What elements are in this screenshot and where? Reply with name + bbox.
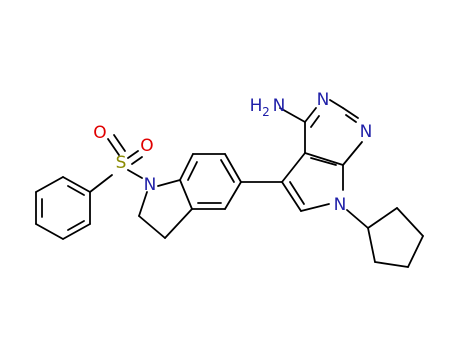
bond <box>304 152 344 166</box>
bond <box>224 153 242 183</box>
bond <box>62 176 91 193</box>
bond <box>396 207 424 237</box>
bond <box>342 107 359 119</box>
bond <box>374 261 409 268</box>
bond <box>107 138 120 156</box>
bond <box>367 207 398 229</box>
amine-subscript-label: 2 <box>262 105 270 119</box>
bond <box>289 181 305 205</box>
bond <box>367 227 376 263</box>
bond <box>346 209 369 229</box>
bond <box>67 220 85 231</box>
bond <box>138 191 148 217</box>
bond <box>220 159 235 183</box>
bond-lines <box>35 99 424 268</box>
bond <box>35 176 64 193</box>
amine-h-label: H <box>250 96 263 116</box>
bond <box>304 107 317 123</box>
bond <box>113 134 126 152</box>
oxygen-right-label: O <box>140 136 153 156</box>
bond <box>407 235 424 268</box>
pyrimidine-n-top-label: N <box>317 90 330 110</box>
indoline-n-label: N <box>144 175 157 195</box>
pyrimidine-n-right-label: N <box>360 122 373 142</box>
bond <box>300 203 330 212</box>
bond <box>164 208 193 239</box>
bond <box>224 181 242 210</box>
oxygen-top-label: O <box>93 123 106 143</box>
bond <box>279 107 306 123</box>
bond <box>131 156 143 165</box>
atom-labels: H 2 N N N N N S O O <box>93 90 372 215</box>
bond <box>179 153 194 181</box>
bond <box>281 152 306 183</box>
bond <box>67 185 85 196</box>
bond <box>310 115 320 128</box>
bond <box>157 179 181 187</box>
pyrrole-n-label: N <box>334 195 347 215</box>
bond <box>345 114 357 123</box>
bond <box>62 223 91 240</box>
bond <box>187 161 198 181</box>
sulfur-label: S <box>116 153 127 173</box>
amine-n-label: N <box>273 96 286 116</box>
bond <box>310 157 337 166</box>
bond <box>138 215 166 239</box>
bond <box>342 141 363 166</box>
bond <box>127 150 139 159</box>
bond <box>35 223 64 240</box>
bond <box>89 174 113 193</box>
bond <box>281 181 302 212</box>
bond <box>329 99 344 109</box>
bond <box>179 179 193 210</box>
bond <box>127 169 143 179</box>
